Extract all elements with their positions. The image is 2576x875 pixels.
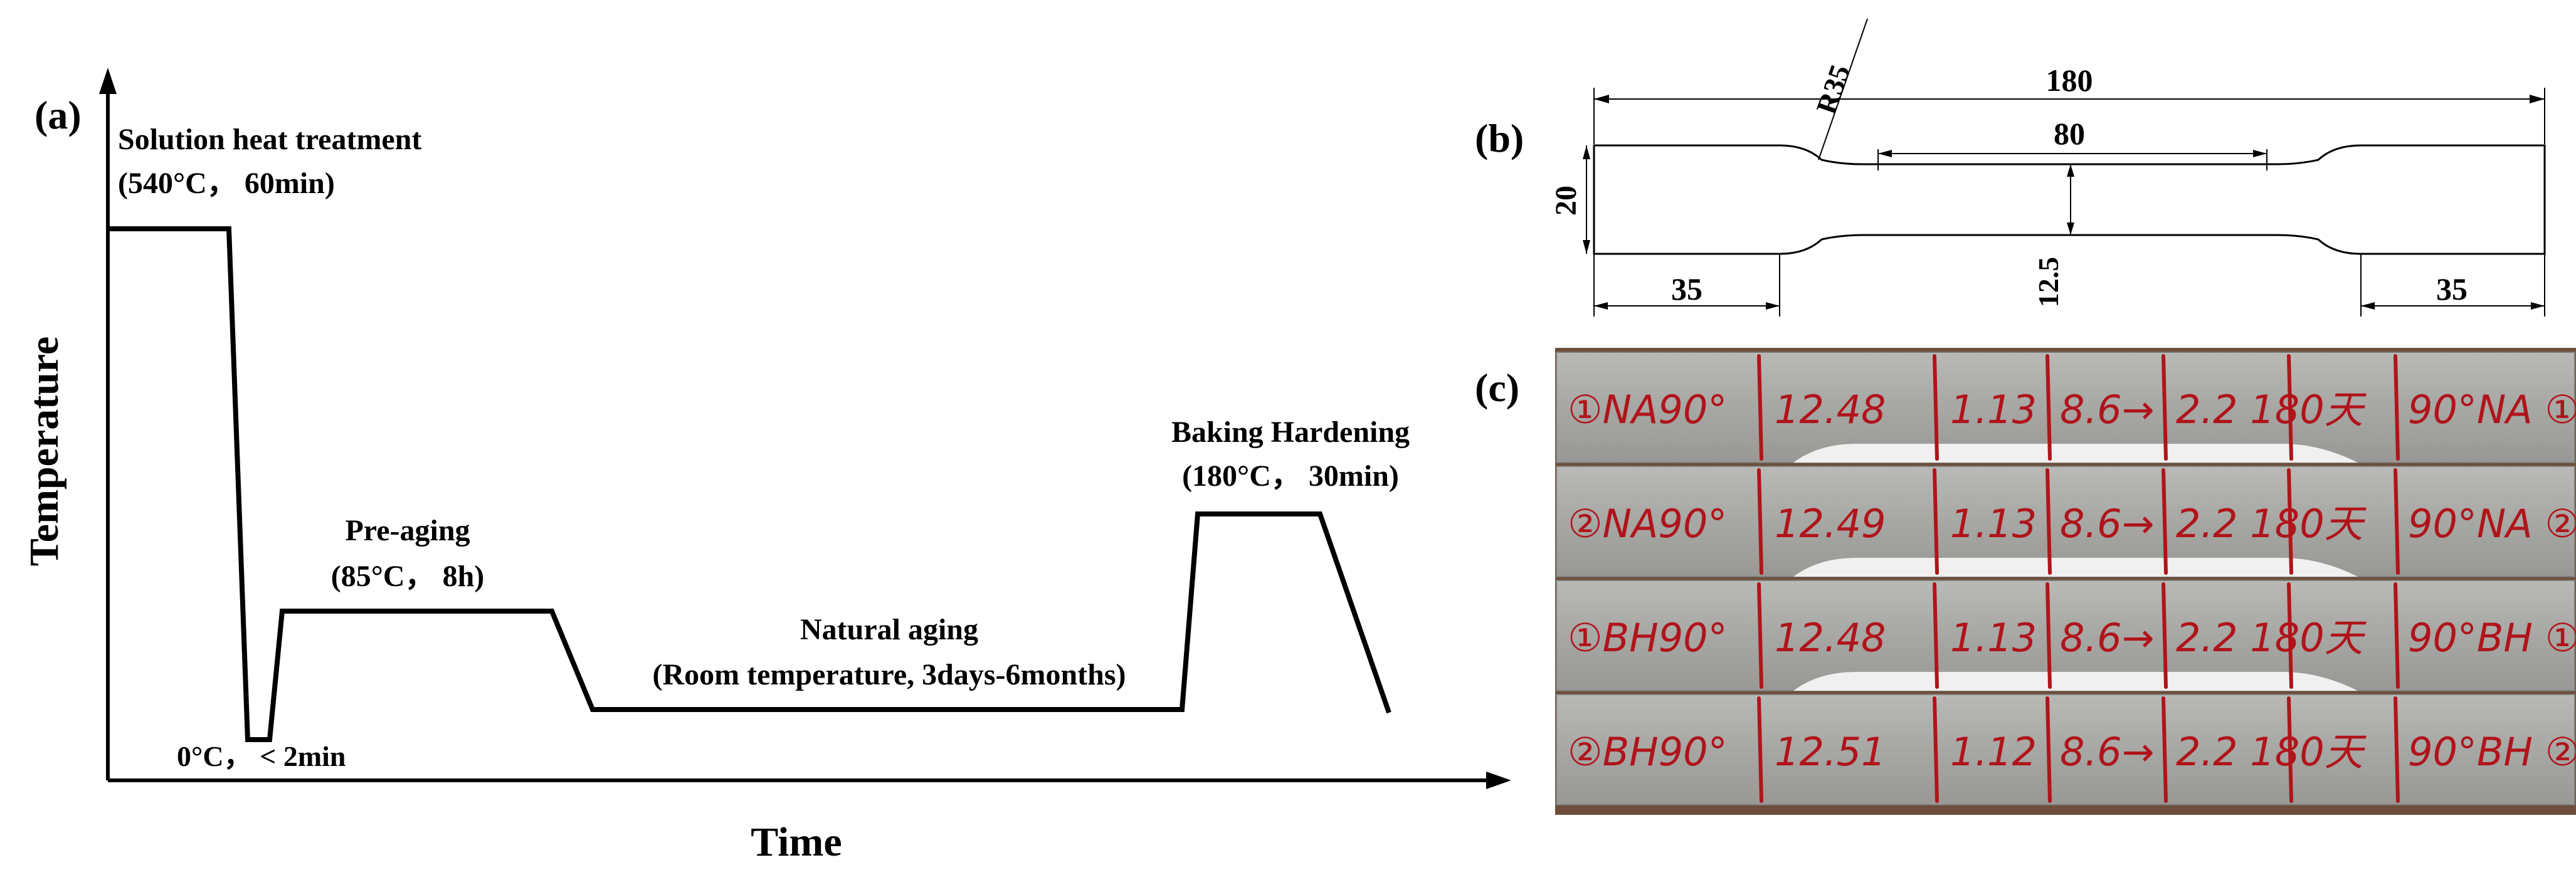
marker-divider — [2287, 468, 2293, 575]
specimen-label-right: 90°BH ② — [2408, 729, 2576, 775]
dim-overall-arrow-left — [1594, 95, 1609, 103]
x-axis-arrow — [1486, 772, 1511, 789]
baking-params: (180°C， 30min) — [1182, 459, 1399, 493]
specimen-label-width: 12.51 — [1775, 729, 1886, 775]
marker-divider — [2045, 468, 2052, 575]
marker-divider — [2394, 354, 2400, 461]
marker-divider — [2162, 582, 2168, 689]
dim-grip-width-arrow-bottom — [1583, 240, 1590, 254]
specimen-label-right: 90°NA ② — [2408, 501, 2576, 547]
specimen-label-width: 12.48 — [1775, 615, 1886, 661]
dim-gauge-width-text: 12.5 — [2032, 257, 2064, 308]
specimen-label-left: ①NA90° — [1568, 387, 1727, 432]
marker-divider — [1757, 696, 1763, 803]
dim-radius-text: R35 — [1810, 61, 1856, 118]
dim-grip-width-text: 20 — [1549, 186, 1583, 216]
specimen-label-date: 8.6→ — [2060, 729, 2155, 775]
specimen-neck-gap — [1793, 672, 2358, 691]
specimen-label-thickness: 1.13 — [1950, 501, 2037, 547]
natural-title: Natural aging — [800, 613, 978, 646]
panel-b: (b) 180 80 20 12.5 35 — [1475, 18, 2546, 317]
marker-divider — [2394, 696, 2400, 803]
baking-title: Baking Hardening — [1171, 416, 1410, 449]
specimen-bar — [1556, 580, 2575, 691]
dim-grip-left-arrow-a — [1594, 302, 1608, 310]
specimen-label-age: 2.2 180天 — [2176, 729, 2367, 775]
dim-grip-right-arrow-a — [2361, 302, 2375, 310]
panel-c-label: (c) — [1475, 365, 1519, 410]
preaging-title: Pre-aging — [345, 514, 470, 547]
marker-divider — [1933, 582, 1939, 689]
y-axis-label: Temperature — [21, 337, 67, 567]
marker-divider — [2394, 582, 2400, 689]
panel-a: (a) Temperature Time Solution heat treat… — [21, 68, 1511, 865]
marker-divider — [2045, 696, 2052, 803]
specimen-label-date: 8.6→ — [2060, 387, 2155, 432]
dim-radius-leader — [1818, 18, 1868, 160]
specimen-bar — [1556, 466, 2575, 577]
specimen-label-thickness: 1.13 — [1950, 387, 2037, 432]
x-axis-label: Time — [751, 819, 842, 865]
panel-c: (c) ①NA90° 12.48 1.13 8.6→ 2.2 180天 90°NA ① ②N… — [1475, 348, 2576, 815]
marker-divider — [2162, 354, 2168, 461]
specimen-neck-gap — [1793, 444, 2358, 463]
specimen-bar — [1556, 352, 2575, 463]
marker-divider — [2287, 696, 2293, 803]
specimen-label-age: 2.2 180天 — [2176, 501, 2367, 547]
solution-params: (540°C， 60min) — [118, 167, 335, 200]
panel-a-label: (a) — [34, 93, 82, 137]
marker-divider — [1757, 582, 1763, 689]
marker-divider — [2045, 582, 2052, 689]
dim-gauge-arrow-right — [2253, 150, 2267, 157]
marker-divider — [2162, 696, 2168, 803]
specimen-label-left: ②NA90° — [1568, 501, 1727, 547]
specimen-label-left: ①BH90° — [1568, 615, 1728, 661]
marker-divider — [2394, 468, 2400, 575]
dim-overall-arrow-right — [2530, 95, 2545, 103]
specimen-list: ①NA90° 12.48 1.13 8.6→ 2.2 180天 90°NA ① ②NA90°… — [1556, 352, 2576, 805]
dim-gauge-arrow-left — [1878, 150, 1892, 157]
specimen-label-width: 12.49 — [1775, 501, 1886, 547]
marker-divider — [1933, 696, 1939, 803]
specimen-outline — [1593, 144, 2546, 255]
marker-divider — [2287, 354, 2293, 461]
specimen-label-date: 8.6→ — [2060, 615, 2155, 661]
specimen-label-age: 2.2 180天 — [2176, 387, 2367, 432]
marker-divider — [2162, 468, 2168, 575]
panel-b-label: (b) — [1475, 116, 1524, 160]
dim-grip-right-text: 35 — [2436, 271, 2468, 307]
specimen-label-right: 90°BH ① — [2408, 615, 2576, 661]
specimen-neck-gap — [1793, 558, 2358, 577]
specimen-label-age: 2.2 180天 — [2176, 615, 2367, 661]
preaging-params: (85°C， 8h) — [331, 560, 485, 593]
natural-params: (Room temperature, 3days-6months) — [652, 658, 1126, 691]
dim-grip-right-arrow-b — [2531, 302, 2545, 310]
specimen-bar — [1556, 694, 2575, 805]
marker-divider — [2287, 582, 2293, 689]
marker-divider — [2045, 354, 2052, 461]
dim-gauge-text: 80 — [2054, 116, 2085, 151]
dim-grip-left-arrow-b — [1766, 302, 1780, 310]
marker-divider — [1757, 468, 1763, 575]
solution-title: Solution heat treatment — [118, 123, 421, 156]
temperature-profile — [108, 226, 1391, 742]
specimen-label-width: 12.48 — [1775, 387, 1886, 432]
y-axis-arrow — [99, 68, 117, 94]
specimen-label-right: 90°NA ① — [2408, 387, 2576, 432]
marker-divider — [1757, 354, 1763, 461]
dim-gauge-width-arrow-bottom — [2067, 223, 2074, 235]
marker-divider — [1933, 468, 1939, 575]
specimen-label-left: ②BH90° — [1568, 729, 1728, 775]
specimen-label-thickness: 1.12 — [1950, 729, 2037, 775]
specimen-label-thickness: 1.13 — [1950, 615, 2037, 661]
dim-overall-text: 180 — [2046, 63, 2093, 98]
specimen-label-date: 8.6→ — [2060, 501, 2155, 547]
marker-divider — [1933, 354, 1939, 461]
dim-grip-width-arrow-top — [1583, 145, 1590, 159]
dim-gauge-width-arrow-top — [2067, 164, 2074, 177]
dim-grip-left-text: 35 — [1671, 271, 1702, 307]
quench-params: 0°C， < 2min — [177, 740, 346, 772]
